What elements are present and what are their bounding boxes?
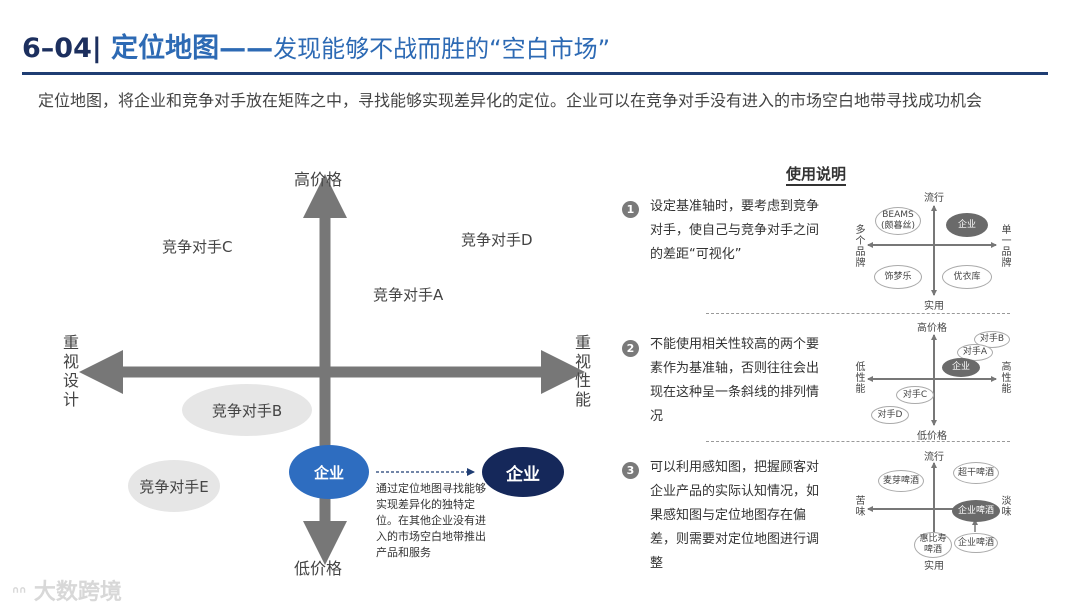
step-1-number: 1 [622,201,639,218]
mini2-top-label: 高价格 [917,323,947,334]
mini3-bottom-label: 实用 [924,561,944,572]
title-main: 定位地图—— [111,33,274,64]
mini2-company: 企业 [942,358,980,377]
competitor-a: 竞争对手A [373,286,444,304]
step-1-text: 设定基准轴时，要考虑到竞争对手，使自己与竞争对手之间的差距“可视化” [650,199,820,262]
mini2-left-label: 低性能 [855,362,866,395]
mini3-malt-beer: 麦芽啤酒 [878,470,924,492]
competitor-d: 竞争对手D [461,231,533,249]
step-divider-2 [706,441,1010,442]
mini2-rival-c: 对手C [896,386,934,404]
company-target: 企业 [482,447,564,497]
mini3-right-label: 淡味 [1001,496,1012,518]
page-title: 6–04| 定位地图——发现能够不战而胜的“空白市场” [22,26,610,65]
mini3-yebisu-beer: 惠比寿 啤酒 [914,532,952,558]
mini3-company-beer: 企业啤酒 [952,500,1000,522]
target-note: 通过定位地图寻找能够实现差异化的独特定位。在其他企业没有进入的市场空白地带推出产… [376,482,486,559]
competitor-e: 竞争对手E [128,460,220,512]
mini1-beams: BEAMS (颇暮丝) [875,207,921,235]
mini2-rival-b: 对手B [974,331,1010,348]
step-3-text: 可以利用感知图，把握顾客对企业产品的实际认知情况，如果感知图与定位地图存在偏差，… [650,460,820,571]
mini1-bottom-label: 实用 [924,301,944,312]
section-code: 6–04| [22,33,102,64]
competitor-b: 竞争对手B [182,384,312,436]
step-divider-1 [706,313,1010,314]
mini1-right-label: 单一品牌 [1001,225,1012,269]
logo-icon: ᐢᐢ [12,583,27,604]
mini3-top-label: 流行 [924,452,944,463]
step-2-number: 2 [622,340,639,357]
axis-performance: 重 视 性 能 [574,333,591,409]
usage-title: 使用说明 [786,163,847,186]
title-sub: 发现能够不战而胜的“空白市场” [273,35,611,63]
step-2-text: 不能使用相关性较高的两个要素作为基准轴，否则往往会出现在这种呈一条斜线的排列情况 [650,337,820,424]
mini1-company: 企业 [946,213,988,237]
mini3-super-dry-beer: 超干啤酒 [953,462,999,484]
mini1-left-label: 多个品牌 [855,225,866,269]
step-3-number: 3 [622,462,639,479]
description: 定位地图，将企业和竞争对手放在矩阵之中，寻找能够实现差异化的定位。企业可以在竞争… [38,91,983,110]
mini3-company-beer-perceived: 企业啤酒 [954,533,998,553]
mini2-right-label: 高性能 [1001,362,1012,395]
mini1-top-label: 流行 [924,193,944,204]
mini3-left-label: 苦味 [855,496,866,518]
company-current: 企业 [289,445,369,499]
mini2-rival-d: 对手D [871,406,909,424]
axis-low-price: 低价格 [294,559,343,578]
watermark-logo: ᐢᐢ 大数跨境 [12,580,122,605]
mini2-bottom-label: 低价格 [917,431,947,442]
title-divider [22,72,1048,75]
axis-high-price: 高价格 [294,170,343,189]
competitor-c: 竞争对手C [162,238,233,256]
axis-design: 重 视 设 计 [62,333,79,409]
mini1-uniqlo: 优衣库 [942,265,992,289]
mini1-shimengle: 饰梦乐 [874,265,922,289]
